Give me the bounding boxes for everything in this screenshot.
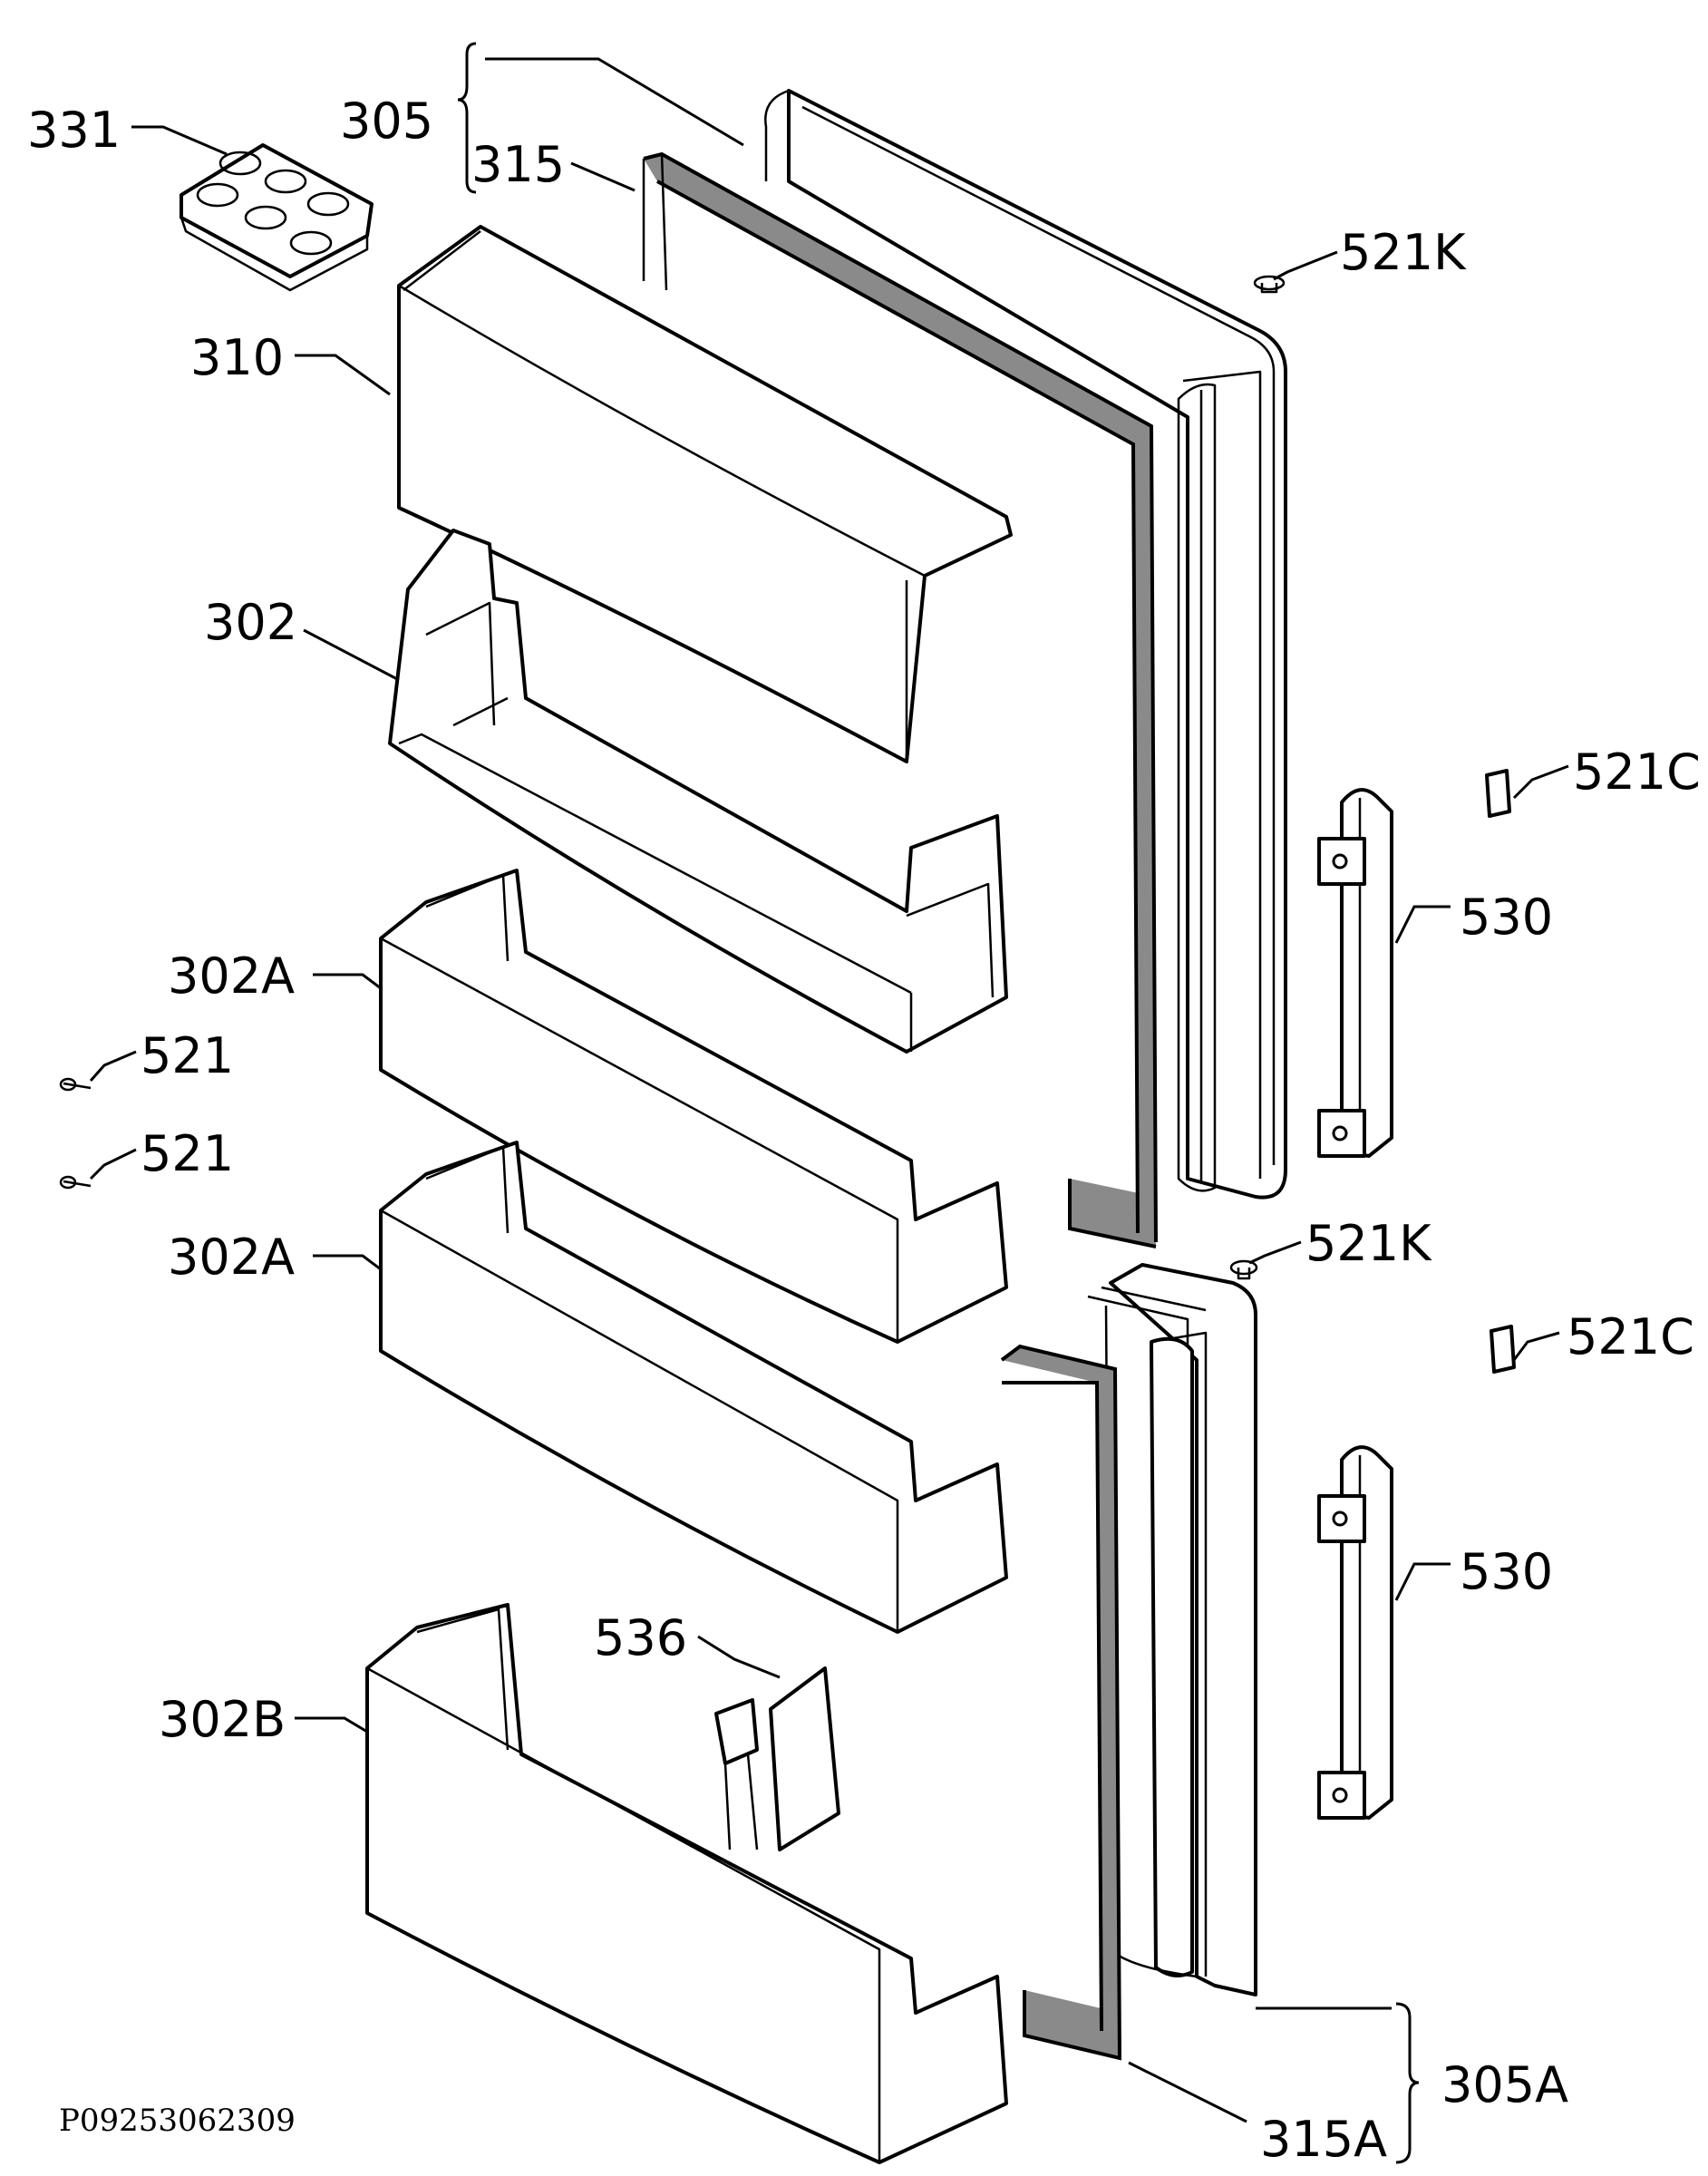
handle-lower xyxy=(1317,1445,1393,1820)
label-315a: 315A xyxy=(1260,2111,1387,2168)
screw-521k-upper xyxy=(1253,275,1286,294)
label-302a-1: 302A xyxy=(168,947,295,1005)
egg-tray xyxy=(180,143,374,292)
label-521-1: 521 xyxy=(141,1027,234,1084)
label-521k-1: 521K xyxy=(1340,224,1467,281)
label-521-2: 521 xyxy=(141,1125,234,1182)
lower-door-frame xyxy=(1087,1263,1257,1996)
label-302a-2: 302A xyxy=(168,1229,295,1286)
label-302: 302 xyxy=(204,594,297,651)
label-521c-2: 521C xyxy=(1567,1308,1694,1365)
label-530-1: 530 xyxy=(1460,889,1553,946)
door-shelf-302 xyxy=(388,529,1008,1054)
label-302b: 302B xyxy=(159,1691,286,1748)
door-shelf-302a-1 xyxy=(379,869,1008,1344)
label-305: 305 xyxy=(340,92,433,150)
leader-lines xyxy=(89,42,1569,2164)
door-shelf-302b xyxy=(365,1603,1008,2164)
upper-door-frame xyxy=(764,89,1287,1200)
label-315: 315 xyxy=(471,136,565,193)
label-536: 536 xyxy=(594,1609,687,1666)
label-305a: 305A xyxy=(1441,2056,1568,2113)
bottle-divider xyxy=(714,1666,840,1851)
label-521k-2: 521K xyxy=(1305,1215,1432,1272)
door-shelf-302a-2 xyxy=(379,1141,1008,1634)
lower-gasket xyxy=(1000,1344,1122,2061)
screw-521-upper xyxy=(59,1077,92,1092)
diagram-code: P09253062309 xyxy=(59,2103,296,2139)
screw-521-lower xyxy=(59,1175,92,1190)
upper-gasket xyxy=(642,151,1158,1248)
label-310: 310 xyxy=(190,329,284,386)
cap-521c-lower xyxy=(1490,1325,1516,1374)
label-530-2: 530 xyxy=(1460,1543,1553,1600)
label-331: 331 xyxy=(27,102,121,159)
screw-521k-lower xyxy=(1229,1259,1258,1280)
cap-521c-upper xyxy=(1485,769,1511,818)
handle-upper xyxy=(1317,788,1393,1158)
label-521c-1: 521C xyxy=(1573,743,1701,801)
